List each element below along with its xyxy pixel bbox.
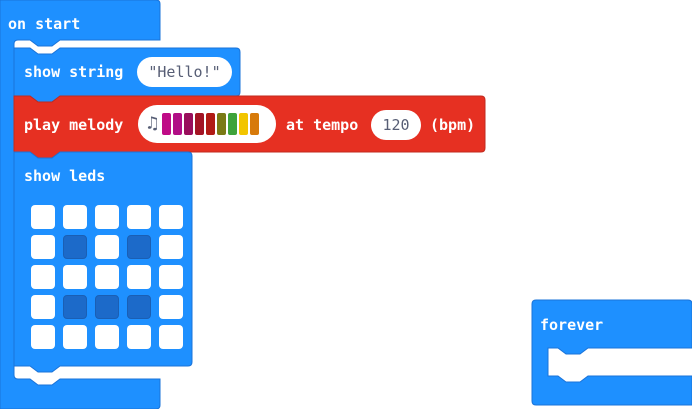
melody-note-swatch (238, 113, 248, 135)
melody-note-swatch (183, 113, 193, 135)
led-cell[interactable] (63, 265, 87, 289)
melody-picker[interactable]: ♫ (138, 105, 276, 143)
melody-note-swatch (205, 113, 215, 135)
led-cell[interactable] (63, 205, 87, 229)
led-cell[interactable] (31, 265, 55, 289)
led-cell[interactable] (159, 295, 183, 319)
led-cell[interactable] (63, 235, 87, 259)
led-cell[interactable] (127, 235, 151, 259)
led-cell[interactable] (159, 265, 183, 289)
melody-note-swatches (161, 113, 261, 135)
tempo-input[interactable]: 120 (371, 110, 421, 140)
led-cell[interactable] (127, 295, 151, 319)
show-string-label: show string (24, 63, 124, 81)
melody-note-swatch (216, 113, 226, 135)
on-start-label: on start (8, 15, 81, 33)
melody-note-swatch (249, 113, 259, 135)
led-cell[interactable] (95, 325, 119, 349)
melody-note-swatch (172, 113, 182, 135)
led-cell[interactable] (95, 265, 119, 289)
led-cell[interactable] (127, 265, 151, 289)
led-cell[interactable] (31, 295, 55, 319)
led-cell[interactable] (63, 325, 87, 349)
melody-note-swatch (161, 113, 171, 135)
play-melody-label: play melody (24, 116, 124, 134)
led-cell[interactable] (95, 295, 119, 319)
led-cell[interactable] (159, 325, 183, 349)
string-input[interactable]: "Hello!" (137, 57, 232, 87)
led-cell[interactable] (95, 205, 119, 229)
led-cell[interactable] (31, 205, 55, 229)
led-cell[interactable] (63, 295, 87, 319)
led-cell[interactable] (127, 325, 151, 349)
show-leds-label: show leds (24, 167, 106, 185)
led-cell[interactable] (159, 235, 183, 259)
led-grid (31, 205, 185, 355)
on-start-block[interactable] (0, 0, 161, 409)
tempo-label: at tempo (286, 116, 359, 134)
led-cell[interactable] (159, 205, 183, 229)
melody-note-swatch (194, 113, 204, 135)
led-cell[interactable] (31, 325, 55, 349)
melody-note-swatch (227, 113, 237, 135)
led-cell[interactable] (127, 205, 151, 229)
music-note-icon: ♫ (147, 113, 158, 134)
tempo-unit-label: (bpm) (430, 116, 476, 134)
forever-label: forever (540, 316, 604, 334)
led-cell[interactable] (31, 235, 55, 259)
led-cell[interactable] (95, 235, 119, 259)
